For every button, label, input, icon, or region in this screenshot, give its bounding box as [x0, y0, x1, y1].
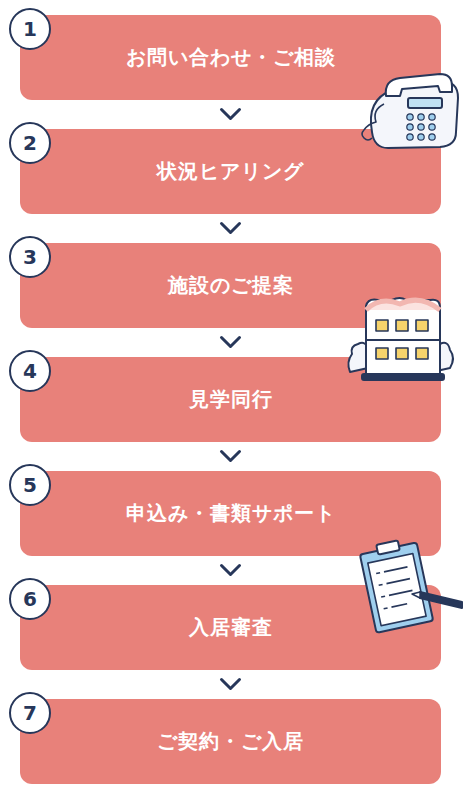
step-chevron [222, 110, 240, 119]
step-label: 申込み・書類サポート [56, 500, 406, 527]
step-label: 状況ヒアリング [87, 158, 374, 185]
step-number: 7 [23, 701, 37, 725]
step-chevron [222, 338, 240, 347]
step-label: お問い合わせ・ご相談 [56, 44, 406, 71]
step-number: 3 [23, 245, 37, 269]
step-box: お問い合わせ・ご相談 [20, 15, 441, 100]
step-chevron [222, 566, 240, 575]
step-label: ご契約・ご入居 [87, 728, 374, 755]
step-chevron [222, 680, 240, 689]
step-number-circle: 4 [9, 350, 51, 392]
step-box: 入居審査 [20, 585, 441, 670]
step-box: 状況ヒアリング [20, 129, 441, 214]
step-label: 入居審査 [119, 614, 343, 641]
step-number: 1 [23, 17, 37, 41]
step-number: 2 [23, 131, 37, 155]
step-number: 4 [23, 359, 37, 383]
clipboard-illustration [359, 537, 462, 633]
step-number-circle: 3 [9, 236, 51, 278]
step-chevron [222, 224, 240, 233]
step-number-circle: 6 [9, 578, 51, 620]
step-box: 見学同行 [20, 357, 441, 442]
step-number-circle: 7 [9, 692, 51, 734]
step-number: 6 [23, 587, 37, 611]
step-box: ご契約・ご入居 [20, 699, 441, 784]
telephone-illustration [362, 74, 458, 148]
step-number-circle: 2 [9, 122, 51, 164]
step-label: 施設のご提案 [98, 272, 364, 299]
step-box: 申込み・書類サポート [20, 471, 441, 556]
step-number: 5 [23, 473, 37, 497]
step-number-circle: 5 [9, 464, 51, 506]
step-chevron [222, 452, 240, 461]
step-box: 施設のご提案 [20, 243, 441, 328]
building-illustration [348, 298, 453, 380]
step-label: 見学同行 [119, 386, 343, 413]
step-number-circle: 1 [9, 8, 51, 50]
